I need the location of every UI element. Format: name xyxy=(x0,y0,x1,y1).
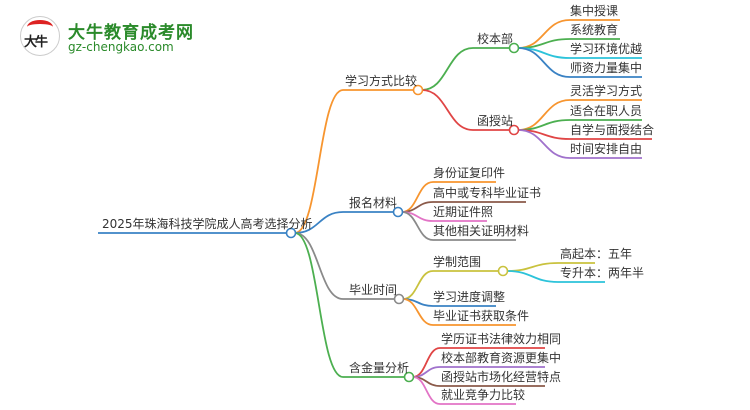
collapse-toggle[interactable] xyxy=(508,124,520,136)
leaf-topic[interactable]: 系统教育 xyxy=(570,22,618,37)
leaf-topic[interactable]: 毕业证书获取条件 xyxy=(433,309,529,323)
root-topic[interactable]: 2025年珠海科技学院成人高考选择分析 xyxy=(102,216,313,231)
leaf-topic[interactable]: 高中或专科毕业证书 xyxy=(433,185,541,200)
branch-topic[interactable]: 毕业时间 xyxy=(349,283,397,297)
leaf-topic[interactable]: 学习进度调整 xyxy=(433,289,505,304)
logo-name: 大牛教育成考网 xyxy=(68,23,194,43)
collapse-toggle[interactable] xyxy=(393,293,405,305)
leaf-topic[interactable]: 其他相关证明材料 xyxy=(433,224,529,238)
connector-line xyxy=(506,270,605,283)
leaf-topic[interactable]: 适合在职人员 xyxy=(570,103,642,118)
connector-line xyxy=(294,232,404,378)
leaf-topic[interactable]: 学习环境优越 xyxy=(570,41,642,56)
connector-line xyxy=(294,89,413,234)
branch-topic[interactable]: 校本部 xyxy=(477,31,513,46)
connector-line xyxy=(517,47,642,78)
connector-line xyxy=(402,298,516,326)
collapse-toggle[interactable] xyxy=(403,371,415,383)
connector-line xyxy=(412,376,516,405)
collapse-toggle[interactable] xyxy=(285,227,297,239)
leaf-topic[interactable]: 专升本：两年半 xyxy=(560,265,644,280)
leaf-topic[interactable]: 高起本：五年 xyxy=(560,246,632,261)
leaf-topic[interactable]: 校本部教育资源更集中 xyxy=(441,350,561,365)
branch-topic[interactable]: 函授站 xyxy=(477,113,513,128)
leaf-topic[interactable]: 函授站市场化经营特点 xyxy=(441,369,561,384)
branch-topic[interactable]: 学习方式比较 xyxy=(345,73,417,88)
collapse-toggle[interactable] xyxy=(497,265,509,277)
collapse-toggle[interactable] xyxy=(508,42,520,54)
connector-line xyxy=(401,211,516,241)
leaf-topic[interactable]: 近期证件照 xyxy=(433,205,493,219)
leaf-topic[interactable]: 就业竞争力比较 xyxy=(441,387,525,402)
branch-topic[interactable]: 报名材料 xyxy=(349,195,397,210)
connector-line xyxy=(402,270,498,300)
logo-url: gz-chengkao.com xyxy=(68,40,174,54)
leaf-topic[interactable]: 身份证复印件 xyxy=(433,165,505,180)
leaf-topic[interactable]: 师资力量集中 xyxy=(570,60,642,75)
leaf-topic[interactable]: 灵活学习方式 xyxy=(570,83,642,98)
leaf-topic[interactable]: 自学与面授结合 xyxy=(570,122,654,137)
collapse-toggle[interactable] xyxy=(392,206,404,218)
connector-line xyxy=(421,47,509,91)
connector-line xyxy=(294,232,394,300)
leaf-topic[interactable]: 时间安排自由 xyxy=(570,141,642,156)
site-logo: 大牛 大牛教育成考网 gz-chengkao.com xyxy=(14,12,204,58)
branch-topic[interactable]: 学制范围 xyxy=(433,254,481,269)
logo-badge: 大牛 xyxy=(20,16,60,56)
leaf-topic[interactable]: 学历证书法律效力相同 xyxy=(441,331,561,346)
connector-line xyxy=(294,211,393,234)
collapse-toggle[interactable] xyxy=(412,84,424,96)
branch-topic[interactable]: 含金量分析 xyxy=(349,360,409,375)
leaf-topic[interactable]: 集中授课 xyxy=(570,3,618,18)
connector-line xyxy=(421,89,509,131)
connector-line xyxy=(517,129,642,159)
